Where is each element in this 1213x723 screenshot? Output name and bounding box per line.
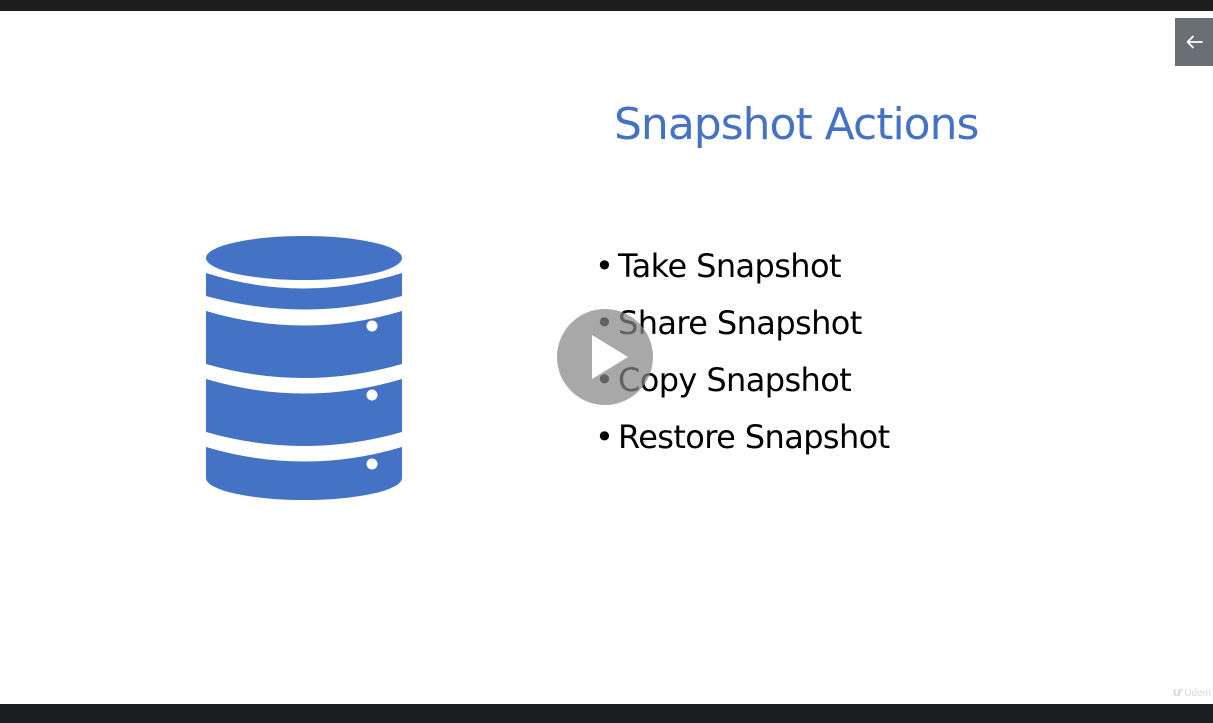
bullet-text: Copy Snapshot: [618, 361, 852, 399]
play-icon: [592, 335, 628, 379]
slide-title: Snapshot Actions: [614, 99, 979, 150]
back-button[interactable]: [1175, 18, 1213, 66]
bullet-marker: •: [595, 418, 614, 456]
arrow-left-icon: [1186, 35, 1203, 49]
bullet-text: Take Snapshot: [618, 247, 842, 285]
slide: Snapshot Actions •Take Snapshot •Share S…: [0, 11, 1213, 704]
bullet-text: Restore Snapshot: [618, 418, 890, 456]
bullet-marker: •: [595, 247, 614, 285]
database-icon: [206, 236, 402, 500]
bullet-item: •Take Snapshot: [595, 241, 890, 298]
watermark-text: Udem: [1184, 688, 1211, 699]
play-button[interactable]: [557, 309, 653, 405]
bullet-item: •Restore Snapshot: [595, 412, 890, 469]
udemy-logo-icon: ư: [1172, 684, 1183, 699]
bullet-text: Share Snapshot: [618, 304, 862, 342]
